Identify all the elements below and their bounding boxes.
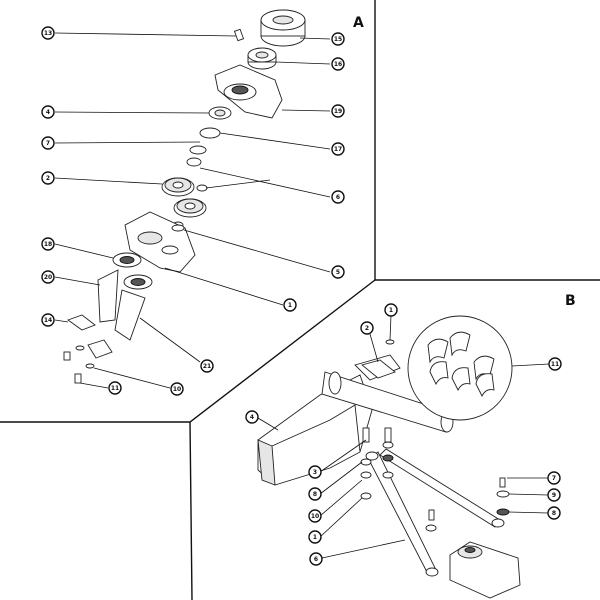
part-gearbox-bottom (449, 541, 521, 599)
svg-text:2: 2 (365, 325, 369, 332)
panel-b-leaders (257, 314, 550, 559)
svg-text:7: 7 (46, 140, 50, 147)
svg-text:21: 21 (203, 363, 211, 370)
panel-b-callouts: 1 2 11 4 7 3 9 8 8 10 1 6 (245, 303, 562, 566)
callout-b-4: 4 (245, 410, 259, 424)
panel-b-exploded-view (257, 315, 521, 599)
callout-b-6: 6 (309, 552, 323, 566)
svg-text:10: 10 (173, 386, 181, 393)
callout-10: 10 (170, 382, 184, 396)
callout-14: 14 (41, 313, 55, 327)
part-nut (385, 339, 395, 345)
svg-text:6: 6 (336, 194, 340, 201)
part-top-cover (214, 64, 283, 119)
callout-b-8-right: 8 (547, 506, 561, 520)
svg-text:3: 3 (313, 469, 317, 476)
svg-text:4: 4 (46, 109, 50, 116)
callout-b-10: 10 (308, 509, 322, 523)
callout-19: 19 (331, 104, 345, 118)
part-bearing-small (196, 184, 208, 192)
svg-text:14: 14 (44, 317, 52, 324)
panel-a-exploded-view (63, 9, 306, 384)
part-bracket-left (97, 269, 119, 323)
svg-text:8: 8 (313, 491, 317, 498)
callout-b-7: 7 (547, 471, 561, 485)
svg-text:2: 2 (46, 175, 50, 182)
callout-18: 18 (41, 237, 55, 251)
svg-text:19: 19 (334, 108, 342, 115)
callout-7: 7 (41, 136, 55, 150)
svg-text:16: 16 (334, 61, 342, 68)
svg-text:15: 15 (334, 36, 342, 43)
svg-text:18: 18 (44, 241, 52, 248)
callout-b-1-lower: 1 (308, 530, 322, 544)
part-strut-right (379, 448, 505, 528)
part-top-clamp (361, 359, 396, 379)
part-hex-nut (247, 47, 277, 70)
callout-15: 15 (331, 32, 345, 46)
part-bracket-right (114, 289, 146, 341)
svg-text:6: 6 (314, 556, 318, 563)
part-clamp-plate (67, 314, 113, 359)
part-gear-upper (161, 177, 195, 197)
part-bolt-lower (425, 509, 437, 532)
svg-text:13: 13 (44, 30, 52, 37)
part-strut-left (365, 451, 439, 577)
callout-5: 5 (331, 265, 345, 279)
svg-text:17: 17 (334, 146, 342, 153)
svg-text:7: 7 (552, 475, 556, 482)
callout-1: 1 (283, 298, 297, 312)
callout-20: 20 (41, 270, 55, 284)
part-gear-lower (173, 198, 207, 218)
svg-text:1: 1 (389, 307, 393, 314)
part-circlip (199, 127, 221, 139)
svg-text:20: 20 (44, 274, 52, 281)
svg-text:1: 1 (313, 534, 317, 541)
panel-a-leaders (54, 32, 331, 389)
svg-text:5: 5 (336, 269, 340, 276)
part-bearing-lower (123, 274, 153, 290)
callout-b-3: 3 (308, 465, 322, 479)
panel-a-label: A (353, 15, 364, 31)
svg-text:4: 4 (250, 414, 254, 421)
callout-11: 11 (108, 381, 122, 395)
part-bearing-top (208, 106, 232, 120)
part-bearing-mid (171, 224, 185, 232)
callout-b-2: 2 (360, 321, 374, 335)
callout-2: 2 (41, 171, 55, 185)
svg-text:11: 11 (551, 361, 559, 368)
svg-text:1: 1 (288, 302, 292, 309)
callout-b-1-top: 1 (384, 303, 398, 317)
detail-bushings-circle (407, 315, 513, 421)
part-bearing-large (112, 252, 142, 268)
part-bolt (63, 345, 95, 384)
panel-a-callouts: 13 15 16 4 19 7 17 2 6 18 5 20 14 1 21 1… (41, 26, 345, 396)
svg-text:9: 9 (552, 492, 556, 499)
callout-6: 6 (331, 190, 345, 204)
part-bolts-center (360, 427, 394, 500)
callout-4: 4 (41, 105, 55, 119)
callout-b-9: 9 (547, 488, 561, 502)
svg-text:11: 11 (111, 385, 119, 392)
svg-text:8: 8 (552, 510, 556, 517)
callout-16: 16 (331, 57, 345, 71)
callout-b-11: 11 (548, 357, 562, 371)
callout-b-8-left: 8 (308, 487, 322, 501)
part-washer (186, 145, 207, 167)
panel-b-label: B (565, 293, 576, 309)
part-bolts-right (496, 477, 510, 516)
callout-13: 13 (41, 26, 55, 40)
part-cap-nut (260, 9, 306, 47)
callout-21: 21 (200, 359, 214, 373)
part-small-screw (233, 28, 245, 42)
callout-17: 17 (331, 142, 345, 156)
svg-text:10: 10 (311, 513, 319, 520)
